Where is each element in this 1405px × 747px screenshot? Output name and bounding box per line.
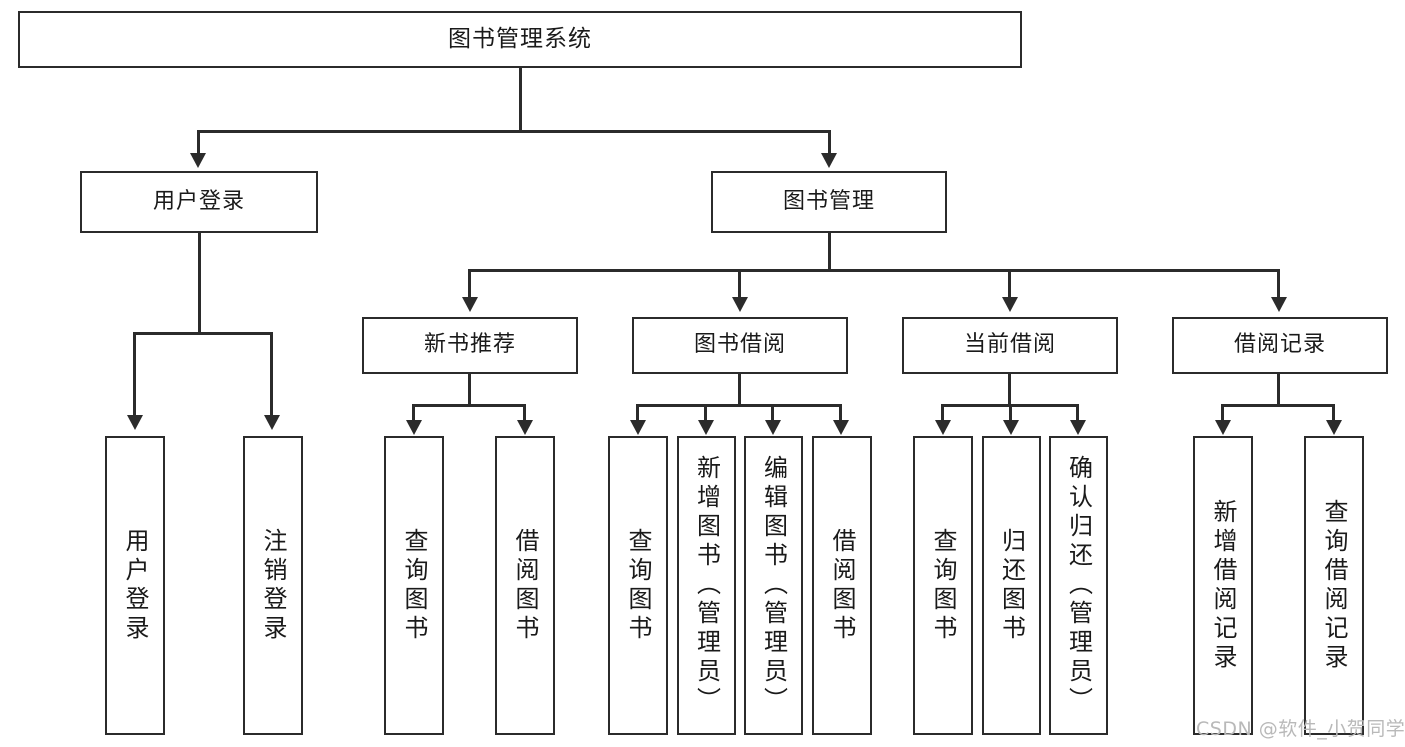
connector-user-login-bar [133,332,272,335]
connector-borrow-record-stem [1277,374,1280,406]
node-leaf-logout[interactable]: 注销登录 [243,436,303,735]
arrow-to-leaf-query-book-1 [406,420,422,435]
node-leaf-query-book-2[interactable]: 查询图书 [608,436,668,735]
connector-to-book-manage [828,130,831,155]
node-leaf-edit-book[interactable]: 编辑图书（管理员） [744,436,803,735]
arrow-to-leaf-borrow-book-1 [517,420,533,435]
arrow-to-book-manage [821,153,837,168]
node-leaf-query-book-1[interactable]: 查询图书 [384,436,444,735]
arrow-to-borrow-record [1271,297,1287,312]
connector-to-leaf-add-book [704,404,707,422]
connector-to-leaf-edit-book [771,404,774,422]
node-leaf-confirm-return-label: 确认归还（管理员） [1064,455,1093,716]
node-current-borrow[interactable]: 当前借阅 [902,317,1118,374]
connector-level1-bar [197,130,831,133]
connector-user-login-stem [198,233,201,334]
node-book-borrow[interactable]: 图书借阅 [632,317,848,374]
connector-to-leaf-borrow-book-1 [523,404,526,422]
node-leaf-edit-book-label: 编辑图书（管理员） [759,455,788,716]
connector-current-borrow-stem [1008,374,1011,406]
connector-book-borrow-stem [738,374,741,406]
node-leaf-logout-label: 注销登录 [259,527,287,644]
arrow-to-new-book-rec [462,297,478,312]
arrow-to-leaf-query-book-3 [935,420,951,435]
arrow-to-leaf-confirm-return [1070,420,1086,435]
node-leaf-user-login[interactable]: 用户登录 [105,436,165,735]
connector-to-leaf-return-book [1009,404,1012,422]
connector-to-leaf-confirm-return [1076,404,1079,422]
node-leaf-query-record-label: 查询借阅记录 [1320,498,1348,673]
connector-to-leaf-add-record [1221,404,1224,422]
node-leaf-return-book[interactable]: 归还图书 [982,436,1041,735]
node-user-login[interactable]: 用户登录 [80,171,318,233]
node-leaf-query-record[interactable]: 查询借阅记录 [1304,436,1364,735]
node-leaf-borrow-book-2-label: 借阅图书 [828,527,856,644]
connector-book-borrow-bar [636,404,842,407]
connector-to-user-login [197,130,200,155]
arrow-to-leaf-add-book [698,420,714,435]
connector-to-leaf-query-book-1 [412,404,415,422]
connector-new-book-rec-bar [412,404,526,407]
connector-to-leaf-query-book-3 [941,404,944,422]
node-leaf-return-book-label: 归还图书 [997,527,1026,644]
node-leaf-add-book[interactable]: 新增图书（管理员） [677,436,736,735]
node-leaf-add-book-label: 新增图书（管理员） [692,455,721,716]
node-leaf-confirm-return[interactable]: 确认归还（管理员） [1049,436,1108,735]
node-leaf-borrow-book-1-label: 借阅图书 [511,527,539,644]
connector-root-stem [519,68,522,131]
connector-to-leaf-logout [270,332,273,417]
connector-to-leaf-user-login [133,332,136,417]
connector-to-leaf-borrow-book-2 [839,404,842,422]
arrow-to-leaf-user-login [127,415,143,430]
node-leaf-borrow-book-2[interactable]: 借阅图书 [812,436,872,735]
node-new-book-rec[interactable]: 新书推荐 [362,317,578,374]
node-root-label: 图书管理系统 [448,25,592,52]
node-current-borrow-label: 当前借阅 [963,332,1056,358]
node-leaf-query-book-1-label: 查询图书 [400,527,428,644]
connector-to-leaf-query-book-2 [636,404,639,422]
connector-new-book-rec-stem [468,374,471,406]
arrow-to-leaf-return-book [1003,420,1019,435]
arrow-to-user-login [190,153,206,168]
node-book-borrow-label: 图书借阅 [693,332,786,358]
node-book-manage-label: 图书管理 [782,188,875,214]
node-leaf-query-book-3[interactable]: 查询图书 [913,436,973,735]
arrow-to-leaf-query-record [1326,420,1342,435]
connector-to-current-borrow [1008,269,1011,299]
arrow-to-leaf-edit-book [765,420,781,435]
node-user-login-label: 用户登录 [152,188,245,214]
node-borrow-record-label: 借阅记录 [1233,332,1326,358]
node-leaf-borrow-book-1[interactable]: 借阅图书 [495,436,555,735]
node-leaf-query-book-2-label: 查询图书 [624,527,652,644]
node-new-book-rec-label: 新书推荐 [423,332,516,358]
connector-to-leaf-query-record [1332,404,1335,422]
connector-borrow-record-bar [1221,404,1335,407]
connector-to-new-book-rec [468,269,471,299]
arrow-to-current-borrow [1002,297,1018,312]
arrow-to-leaf-borrow-book-2 [833,420,849,435]
node-book-manage[interactable]: 图书管理 [711,171,947,233]
node-root[interactable]: 图书管理系统 [18,11,1022,68]
connector-book-manage-stem [828,233,831,272]
arrow-to-leaf-logout [264,415,280,430]
connector-to-book-borrow [738,269,741,299]
arrow-to-book-borrow [732,297,748,312]
connector-to-borrow-record [1277,269,1280,299]
node-borrow-record[interactable]: 借阅记录 [1172,317,1388,374]
node-leaf-add-record-label: 新增借阅记录 [1209,498,1237,673]
arrow-to-leaf-query-book-2 [630,420,646,435]
node-leaf-add-record[interactable]: 新增借阅记录 [1193,436,1253,735]
node-leaf-query-book-3-label: 查询图书 [929,527,957,644]
connector-level2-bar [468,269,1280,272]
node-leaf-user-login-label: 用户登录 [121,527,149,644]
arrow-to-leaf-add-record [1215,420,1231,435]
